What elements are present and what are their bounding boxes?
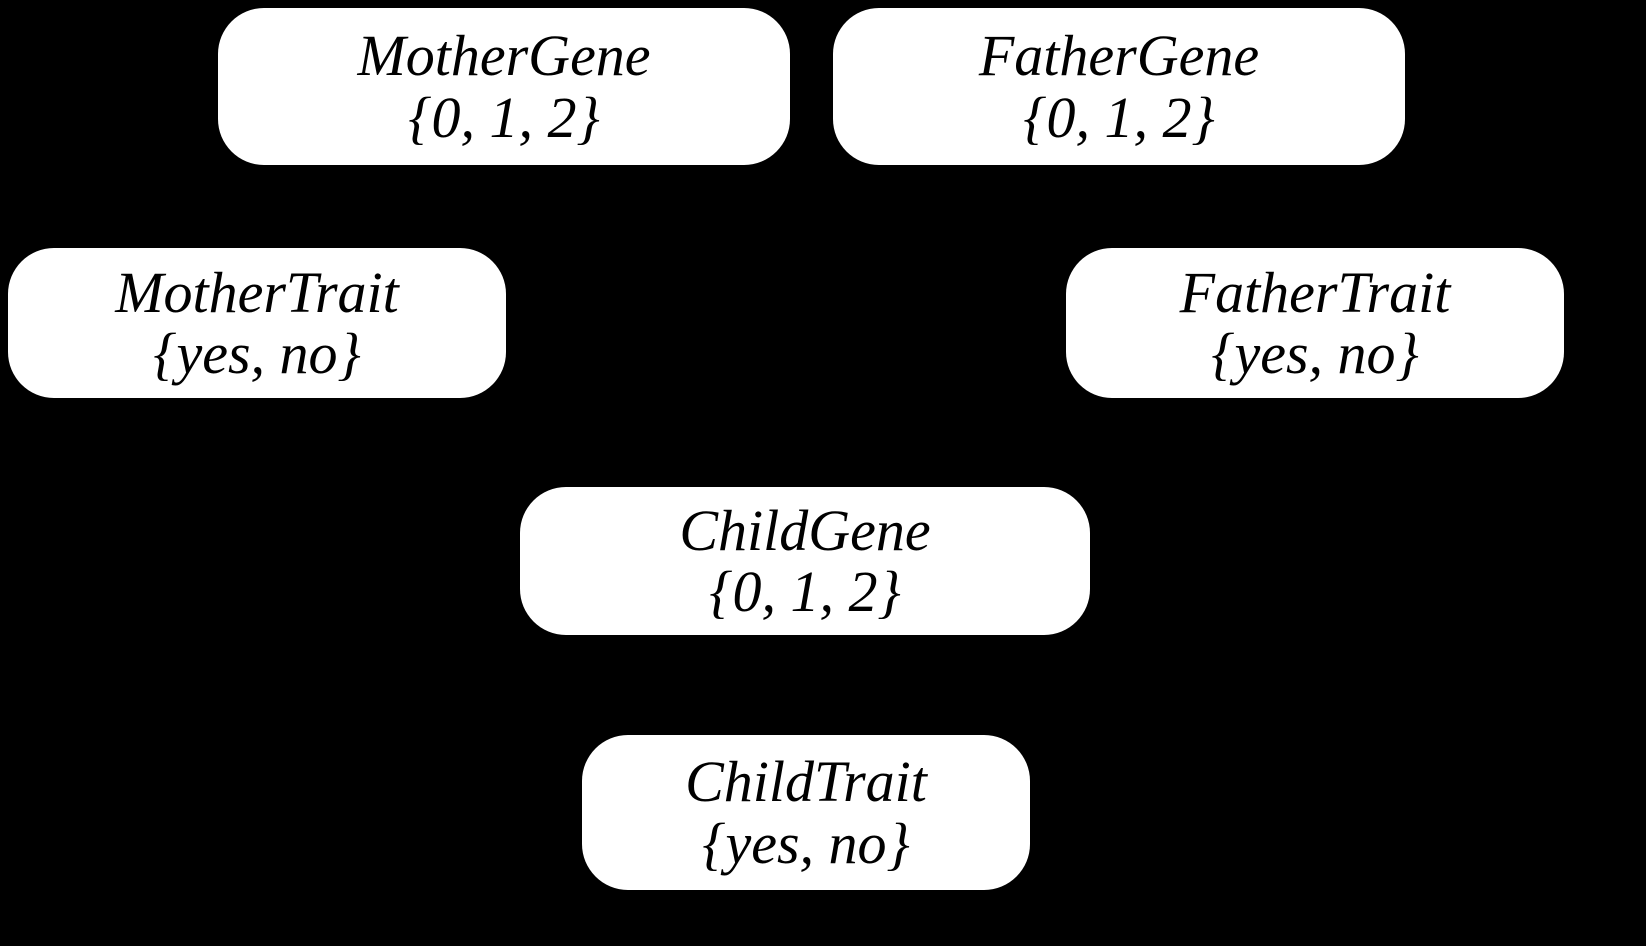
node-father-gene[interactable]: FatherGene {0, 1, 2} <box>833 8 1405 165</box>
node-mother-gene-domain: {0, 1, 2} <box>408 84 600 150</box>
node-child-gene[interactable]: ChildGene {0, 1, 2} <box>520 487 1090 635</box>
node-child-gene-domain: {0, 1, 2} <box>709 559 901 624</box>
node-mother-trait-label: MotherTrait <box>115 259 399 325</box>
node-child-trait-domain: {yes, no} <box>702 810 910 876</box>
node-father-trait-label: FatherTrait <box>1179 259 1451 325</box>
node-mother-gene-label: MotherGene <box>357 23 651 89</box>
node-child-gene-label: ChildGene <box>679 497 931 563</box>
node-child-trait-label: ChildTrait <box>685 749 927 815</box>
node-father-trait[interactable]: FatherTrait {yes, no} <box>1066 248 1564 398</box>
node-mother-trait[interactable]: MotherTrait {yes, no} <box>8 248 506 398</box>
node-father-trait-domain: {yes, no} <box>1211 321 1419 386</box>
node-mother-gene[interactable]: MotherGene {0, 1, 2} <box>218 8 790 165</box>
node-father-gene-domain: {0, 1, 2} <box>1023 84 1215 150</box>
node-mother-trait-domain: {yes, no} <box>153 321 361 386</box>
node-child-trait[interactable]: ChildTrait {yes, no} <box>582 735 1030 890</box>
node-father-gene-label: FatherGene <box>978 23 1260 89</box>
